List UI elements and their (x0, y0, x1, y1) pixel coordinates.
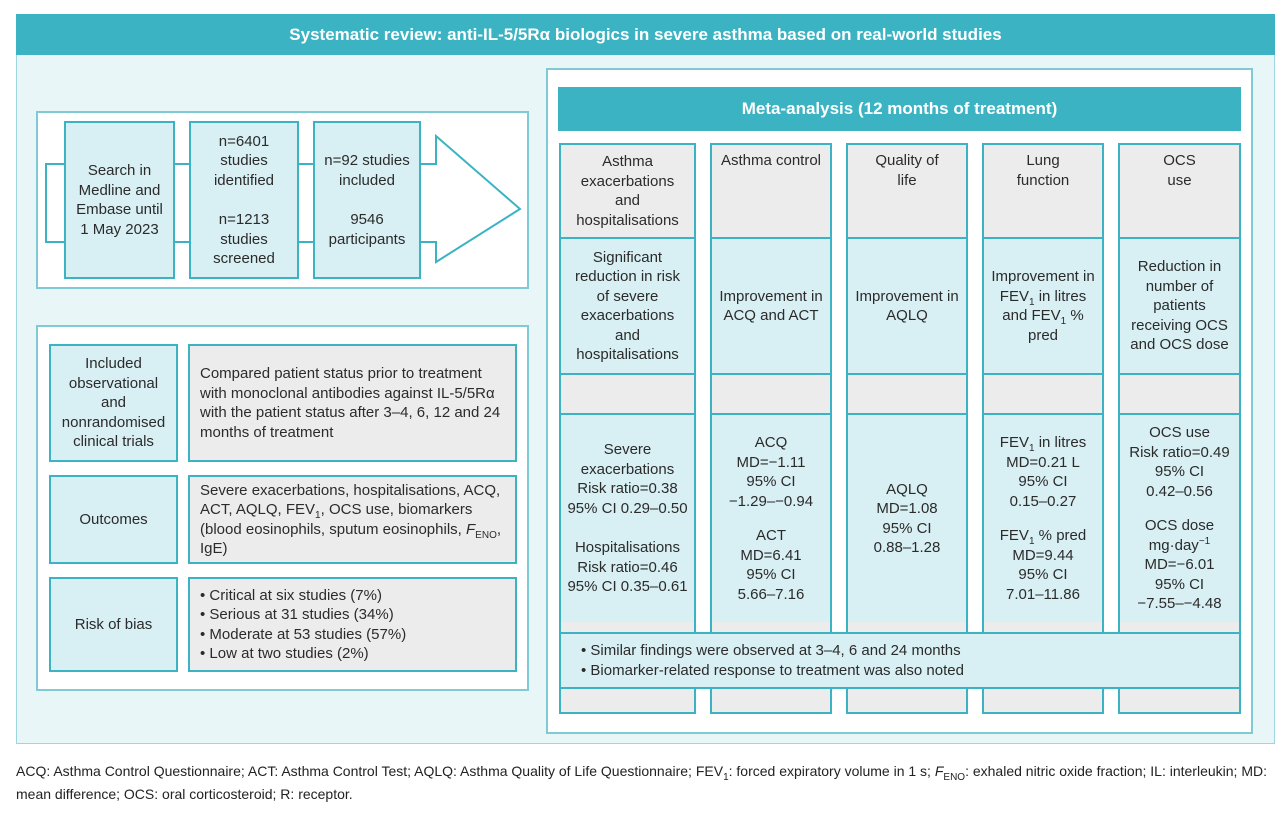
column-results: FEV1 in litres MD=0.21 L 95% CI 0.15–0.2… (984, 413, 1102, 622)
design-label: Included observational and nonrandomised… (49, 344, 178, 462)
column-summary: Improvement in ACQ and ACT (712, 237, 830, 373)
abbreviations-footnote: ACQ: Asthma Control Questionnaire; ACT: … (16, 763, 1267, 802)
design-description: Compared patient status prior to treatme… (188, 344, 517, 462)
column-spacer (848, 373, 966, 413)
column-header: Lung function (984, 145, 1102, 237)
column-spacer (561, 373, 694, 413)
note-item: Similar findings were observed at 3–4, 6… (581, 641, 964, 661)
column-header: OCS use (1120, 145, 1239, 237)
column-results: AQLQ MD=1.08 95% CI 0.88–1.28 (848, 413, 966, 622)
bias-list: Critical at six studies (7%) Serious at … (200, 586, 406, 664)
column-asthma-control: Asthma control Improvement in ACQ and AC… (710, 143, 832, 714)
bias-item: Critical at six studies (7%) (200, 586, 406, 606)
meta-analysis-notes: Similar findings were observed at 3–4, 6… (559, 632, 1241, 689)
search-step: Search in Medline and Embase until 1 May… (64, 121, 175, 279)
column-summary: Improvement in AQLQ (848, 237, 966, 373)
column-results: Severe exacerbations Risk ratio=0.38 95%… (561, 413, 694, 622)
bias-item: Low at two studies (2%) (200, 644, 406, 664)
notes-list: Similar findings were observed at 3–4, 6… (581, 641, 964, 680)
bias-description: Critical at six studies (7%) Serious at … (188, 577, 517, 672)
note-item: Biomarker-related response to treatment … (581, 661, 964, 681)
identification-step: n=6401 studies identified n=1213 studies… (189, 121, 299, 279)
column-exacerbations: Asthma exacerbations and hospitalisation… (559, 143, 696, 714)
column-header: Asthma exacerbations and hospitalisation… (561, 145, 694, 237)
participant-count: 9546 participants (328, 211, 406, 248)
outcomes-description: Severe exacerbations, hospitalisations, … (188, 475, 517, 564)
column-header: Quality of life (848, 145, 966, 237)
column-spacer (984, 373, 1102, 413)
bias-item: Serious at 31 studies (34%) (200, 605, 406, 625)
column-spacer (712, 373, 830, 413)
bias-label: Risk of bias (49, 577, 178, 672)
column-results: ACQ MD=−1.11 95% CI −1.29–−0.94 ACT MD=6… (712, 413, 830, 622)
column-header: Asthma control (712, 145, 830, 237)
column-spacer (1120, 373, 1239, 413)
column-ocs-use: OCS use Reduction in number of patients … (1118, 143, 1241, 714)
meta-analysis-title: Meta-analysis (12 months of treatment) (558, 87, 1241, 131)
column-summary: Significant reduction in risk of severe … (561, 237, 694, 373)
identified-count: n=6401 studies identified (213, 132, 275, 189)
column-summary: Reduction in number of patients receivin… (1120, 237, 1239, 373)
column-quality-of-life: Quality of life Improvement in AQLQ AQLQ… (846, 143, 968, 714)
column-lung-function: Lung function Improvement in FEV1 in lit… (982, 143, 1104, 714)
inclusion-step: n=92 studies included 9546 participants (313, 121, 421, 279)
included-count: n=92 studies included (324, 152, 410, 189)
bias-item: Moderate at 53 studies (57%) (200, 625, 406, 645)
screened-count: n=1213 studies screened (213, 211, 275, 267)
column-results: OCS use Risk ratio=0.49 95% CI 0.42–0.56… (1120, 413, 1239, 622)
review-title: Systematic review: anti-IL-5/5Rα biologi… (16, 14, 1275, 55)
column-summary: Improvement in FEV1 in litres and FEV1 %… (984, 237, 1102, 373)
outcomes-label: Outcomes (49, 475, 178, 564)
